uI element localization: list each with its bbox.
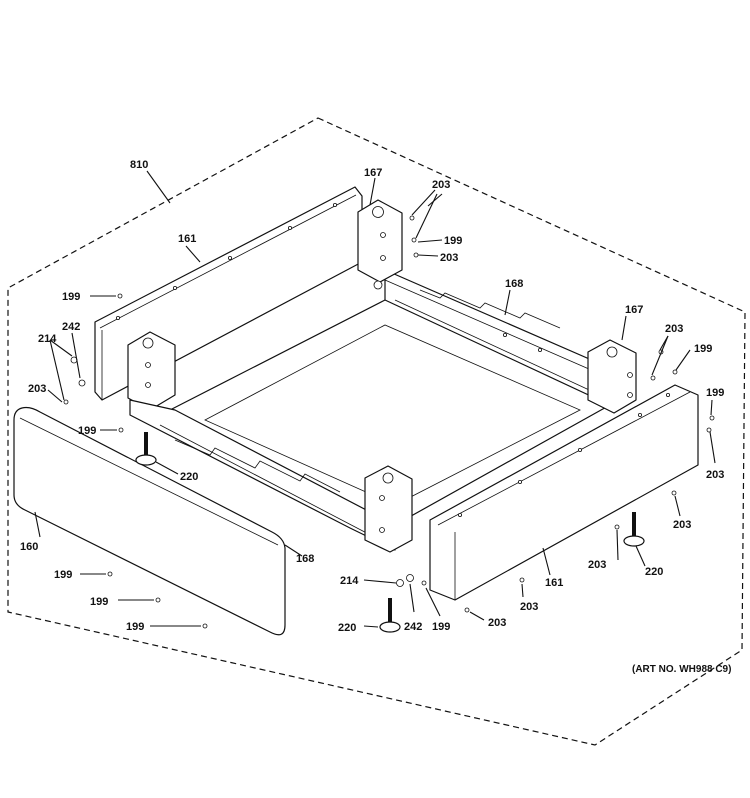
callout-220-center: 220 bbox=[338, 622, 356, 634]
callout-199-right-side: 199 bbox=[706, 387, 724, 399]
leveling-leg-220-center[interactable] bbox=[379, 598, 401, 633]
callout-199-top: 199 bbox=[444, 235, 462, 247]
art-number: (ART NO. WH988 C9) bbox=[632, 664, 731, 675]
corner-bracket-167-back-right[interactable] bbox=[357, 199, 403, 290]
callout-167-right: 167 bbox=[625, 304, 643, 316]
callout-160: 160 bbox=[20, 541, 38, 553]
callout-199-drawer-1: 199 bbox=[54, 569, 72, 581]
callout-242-front: 242 bbox=[404, 621, 422, 633]
hardware-screws bbox=[63, 215, 715, 629]
assembly-boundary bbox=[7, 117, 746, 746]
leveling-leg-220-left[interactable] bbox=[135, 432, 157, 466]
callout-167-top: 167 bbox=[364, 167, 382, 179]
callout-203-front-right: 203 bbox=[588, 559, 606, 571]
callout-203-front-low: 203 bbox=[488, 617, 506, 629]
rail-168-front[interactable] bbox=[129, 399, 396, 551]
callout-214-left: 214 bbox=[38, 333, 57, 345]
drawer-front-160[interactable] bbox=[13, 406, 286, 636]
callout-203-left: 203 bbox=[28, 383, 46, 395]
callout-203-top-lower: 203 bbox=[440, 252, 458, 264]
callout-168-rear: 168 bbox=[505, 278, 523, 290]
callout-labels: 810 161 167 203 199 203 199 168 167 203 … bbox=[20, 159, 731, 675]
leader-lines bbox=[34, 170, 716, 628]
callout-199-left-top: 199 bbox=[62, 291, 80, 303]
callout-199-drawer-2: 199 bbox=[90, 596, 108, 608]
callout-199-left-mid: 199 bbox=[78, 425, 96, 437]
corner-bracket-167-back-left[interactable] bbox=[127, 331, 176, 411]
callout-203-right: 203 bbox=[665, 323, 683, 335]
callout-168-front: 168 bbox=[296, 553, 314, 565]
callout-161-front: 161 bbox=[545, 577, 563, 589]
callout-161-rear: 161 bbox=[178, 233, 196, 245]
corner-bracket-167-right[interactable] bbox=[587, 339, 637, 414]
callout-199-right: 199 bbox=[694, 343, 712, 355]
callout-203-right-lower: 203 bbox=[673, 519, 691, 531]
callout-203-right-side: 203 bbox=[706, 469, 724, 481]
callout-203-front-mid: 203 bbox=[520, 601, 538, 613]
side-panel-161-front[interactable] bbox=[429, 384, 699, 601]
callout-220-right: 220 bbox=[645, 566, 663, 578]
callout-214-front: 214 bbox=[340, 575, 359, 587]
callout-220-left: 220 bbox=[180, 471, 198, 483]
callout-242-left: 242 bbox=[62, 321, 80, 333]
corner-bracket-167-front[interactable] bbox=[364, 465, 413, 553]
callout-203-top: 203 bbox=[432, 179, 450, 191]
callout-810: 810 bbox=[130, 159, 148, 171]
callout-199-front: 199 bbox=[432, 621, 450, 633]
leveling-leg-220-right[interactable] bbox=[623, 512, 645, 547]
callout-199-drawer-3: 199 bbox=[126, 621, 144, 633]
